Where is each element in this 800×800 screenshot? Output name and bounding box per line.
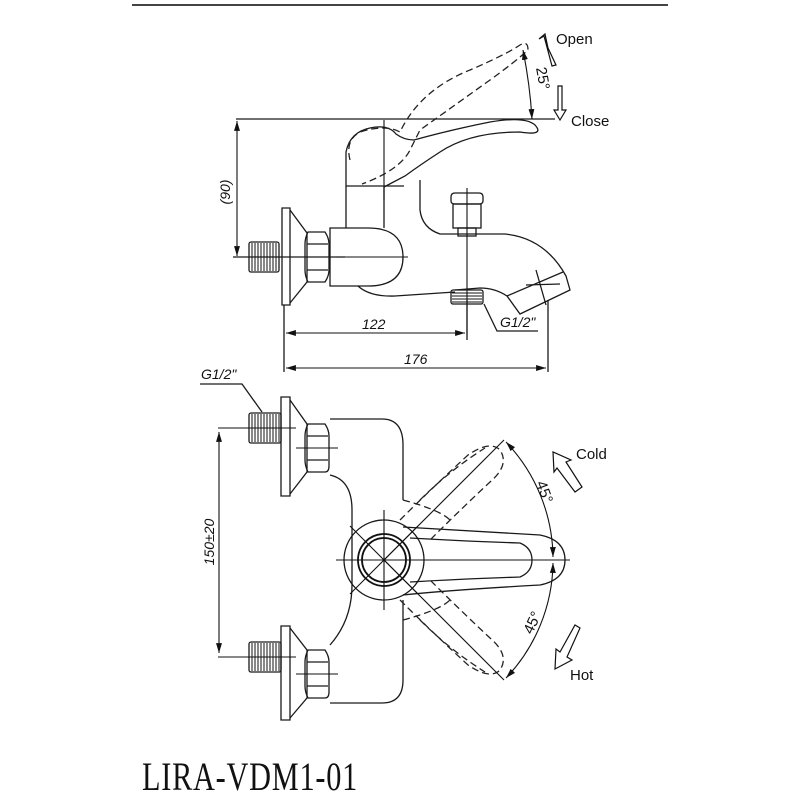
side-lever-open-position	[348, 42, 529, 185]
height-dim-label: (90)	[217, 180, 233, 205]
hot-angle-label: 45°	[520, 609, 545, 637]
close-arrow-icon	[552, 85, 568, 122]
inlet-leader	[200, 383, 263, 413]
inlet-thread-label: G1/2"	[201, 366, 237, 382]
top-body	[329, 418, 404, 704]
outlet-thread-label: G1/2"	[500, 314, 536, 330]
side-inlet-thread	[248, 241, 280, 273]
hot-label: Hot	[570, 667, 594, 684]
lever-angle-arc	[522, 49, 535, 120]
hot-angle-arc	[505, 562, 556, 679]
side-view: (90)	[217, 31, 609, 372]
side-flange	[281, 207, 291, 306]
cartridge	[336, 510, 570, 610]
open-label: Open	[556, 31, 593, 48]
model-title: LIRA-VDM1-01	[142, 754, 358, 799]
total-dim-label: 176	[404, 351, 428, 367]
side-nut	[304, 231, 330, 283]
outlet-dim-label: 122	[362, 316, 386, 332]
lever-angle-label: 25°	[532, 66, 553, 91]
center-distance-label: 150±20	[201, 518, 217, 565]
outlet-leader	[483, 303, 538, 332]
side-flange-cone	[289, 209, 308, 304]
open-arrow-icon	[538, 32, 557, 67]
side-lever	[345, 118, 539, 188]
cold-angle-label: 45°	[532, 479, 556, 506]
upper-inlet	[218, 396, 338, 497]
top-handle-cold-position	[399, 445, 504, 541]
top-handle-hot-position	[399, 579, 504, 675]
top-handle	[402, 526, 566, 596]
cold-arrow-icon	[552, 451, 583, 493]
cold-label: Cold	[576, 446, 607, 463]
hot-arrow-icon	[554, 624, 581, 671]
cold-angle-arc	[505, 441, 556, 558]
close-label: Close	[571, 113, 609, 130]
lower-inlet	[218, 625, 338, 721]
top-view: G1/2" 150±20	[200, 366, 607, 721]
side-spout	[419, 180, 571, 315]
